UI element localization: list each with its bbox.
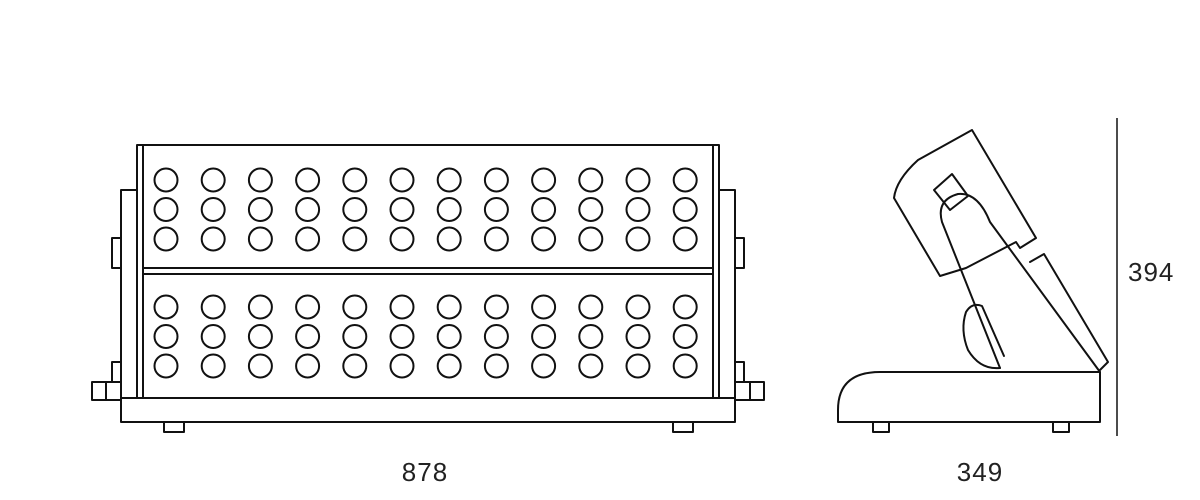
depth-dimension-label: 349 — [957, 457, 1003, 487]
led-lens — [153, 197, 179, 222]
side-pivot — [933, 173, 969, 211]
side-view — [837, 118, 1118, 436]
front-base-plate — [120, 397, 736, 423]
led-lens — [342, 324, 368, 349]
led-lens — [295, 353, 321, 379]
led-lens — [200, 324, 226, 349]
width-dimension-label: 878 — [402, 457, 448, 487]
side-foot-front — [872, 421, 890, 433]
led-lens — [436, 226, 462, 252]
led-lens — [153, 324, 179, 349]
led-lens — [483, 167, 509, 193]
led-lens — [436, 294, 462, 320]
led-lens — [625, 226, 651, 252]
led-lens — [578, 324, 604, 349]
led-lens — [389, 324, 415, 349]
led-lens — [200, 294, 226, 320]
led-lens — [436, 324, 462, 349]
led-lens — [153, 167, 179, 193]
side-yoke-arm — [939, 192, 1101, 373]
led-lens — [342, 226, 368, 252]
led-lens — [625, 197, 651, 222]
led-lens — [483, 294, 509, 320]
led-lens — [247, 294, 273, 320]
led-lens — [672, 197, 698, 222]
led-lens — [483, 226, 509, 252]
led-lens — [578, 353, 604, 379]
led-lens — [625, 294, 651, 320]
led-lens — [247, 353, 273, 379]
led-lens — [672, 324, 698, 349]
led-lens — [578, 197, 604, 222]
side-rear-fin — [1029, 253, 1109, 371]
led-lens — [389, 167, 415, 193]
side-yoke-lower — [962, 303, 1005, 370]
left-side-bracket — [120, 189, 138, 399]
led-lens — [389, 197, 415, 222]
side-foot-rear — [1052, 421, 1070, 433]
led-lens — [578, 167, 604, 193]
right-bracket-clamp — [734, 361, 745, 383]
led-lens — [342, 294, 368, 320]
led-lens — [531, 226, 557, 252]
led-lens — [625, 324, 651, 349]
led-lens — [531, 294, 557, 320]
led-lens — [531, 324, 557, 349]
led-lens — [531, 197, 557, 222]
right-bracket-knob — [734, 237, 745, 269]
led-lens — [200, 167, 226, 193]
led-lens — [672, 167, 698, 193]
led-lens — [483, 353, 509, 379]
lens-grid — [153, 167, 698, 379]
right-side-bracket — [718, 189, 736, 399]
led-lens — [295, 226, 321, 252]
led-lens — [153, 226, 179, 252]
led-lens — [531, 353, 557, 379]
led-lens — [531, 167, 557, 193]
led-lens — [200, 226, 226, 252]
led-lens — [483, 197, 509, 222]
front-foot-left — [163, 421, 185, 433]
led-lens — [247, 226, 273, 252]
led-lens — [389, 226, 415, 252]
led-lens — [153, 294, 179, 320]
led-lens — [247, 197, 273, 222]
led-lens — [578, 226, 604, 252]
led-lens — [578, 294, 604, 320]
led-lens — [153, 353, 179, 379]
led-lens — [389, 294, 415, 320]
front-view — [91, 144, 765, 433]
led-lens — [342, 167, 368, 193]
led-lens — [200, 197, 226, 222]
led-lens — [483, 324, 509, 349]
led-lens — [295, 197, 321, 222]
front-foot-right — [672, 421, 694, 433]
led-lens — [200, 353, 226, 379]
left-bracket-knob — [111, 237, 122, 269]
led-lens — [625, 167, 651, 193]
side-base — [837, 371, 1101, 423]
led-lens — [295, 324, 321, 349]
led-lens — [436, 353, 462, 379]
led-lens — [436, 167, 462, 193]
led-lens — [247, 324, 273, 349]
led-lens — [389, 353, 415, 379]
led-lens — [672, 353, 698, 379]
led-lens — [672, 226, 698, 252]
led-lens — [625, 353, 651, 379]
led-lens — [672, 294, 698, 320]
height-dimension-label: 394 — [1128, 257, 1174, 287]
left-bracket-clamp — [111, 361, 122, 383]
led-lens — [295, 294, 321, 320]
front-housing — [136, 144, 720, 399]
side-lamp-head — [893, 129, 1037, 277]
led-lens — [342, 353, 368, 379]
led-lens — [342, 197, 368, 222]
led-lens — [247, 167, 273, 193]
led-lens — [436, 197, 462, 222]
led-lens — [295, 167, 321, 193]
